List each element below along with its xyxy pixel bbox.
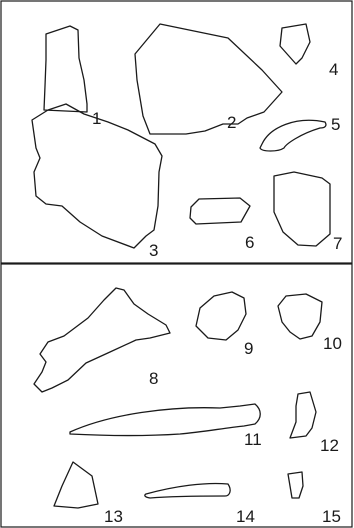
fragment-5-label: 5 [331,115,340,134]
fragment-7-label: 7 [333,234,342,253]
fragment-7-outline [274,172,330,246]
fragment-8: 8 [34,288,170,392]
fragment-6-outline [190,198,250,224]
fragment-15-outline [288,472,303,498]
fragment-14: 14 [145,483,255,526]
fragment-12: 12 [290,392,339,455]
fragment-9-label: 9 [244,339,253,358]
fragment-14-outline [145,483,230,498]
fragment-10-label: 10 [323,334,342,353]
fragment-7: 7 [274,172,342,253]
fragment-13: 13 [54,462,123,526]
fragment-3-label: 3 [149,241,158,260]
fragment-9: 9 [196,292,253,358]
fragment-15: 15 [288,472,341,526]
fragment-13-label: 13 [104,507,123,526]
fragment-2-label: 2 [227,113,236,132]
fragment-11-outline [70,404,260,436]
fragment-14-label: 14 [236,507,255,526]
top-panel-frame [1,1,352,263]
fragment-12-label: 12 [320,436,339,455]
fragment-8-label: 8 [149,369,158,388]
fragment-12-outline [290,392,316,438]
fragment-5: 5 [260,115,340,151]
fragment-1: 1 [44,26,101,128]
fragment-10-outline [278,294,322,339]
fragment-1-outline [44,26,87,112]
fragment-6-label: 6 [245,233,254,252]
fragment-4: 4 [280,24,338,79]
fragment-5-outline [260,120,326,151]
fragment-2-outline [135,24,282,134]
fragment-2: 2 [135,24,282,134]
fragment-11-label: 11 [244,430,262,449]
fragment-9-outline [196,292,246,340]
fragment-13-outline [54,462,98,508]
fragment-15-label: 15 [322,507,341,526]
fragment-10: 10 [278,294,342,353]
fragment-4-outline [280,24,310,64]
fragment-4-label: 4 [329,60,338,79]
fragment-6: 6 [190,198,254,252]
fragment-11: 11 [70,404,262,449]
